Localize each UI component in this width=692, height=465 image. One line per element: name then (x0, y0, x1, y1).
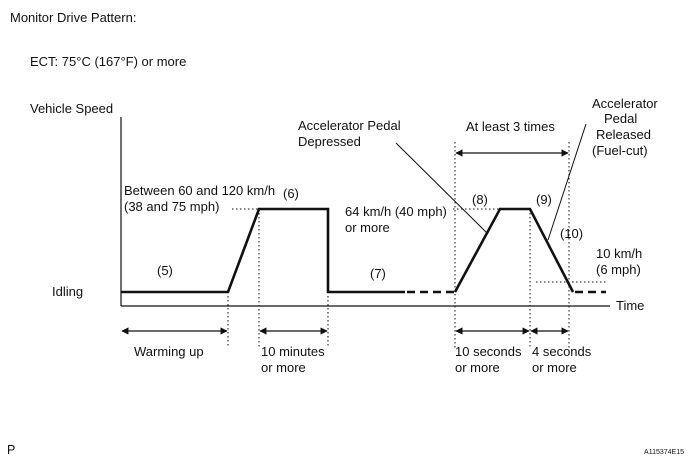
ten-minutes-line1: 10 minutes (261, 344, 325, 359)
low-speed-line1: 10 km/h (596, 246, 642, 261)
x-axis-label: Time (616, 298, 644, 313)
speed-range-line2: (38 and 75 mph) (124, 199, 219, 214)
pedal-depressed-line1: Accelerator Pedal (298, 118, 401, 133)
step-10-label: (10) (560, 226, 583, 241)
pedal-released-line4: (Fuel-cut) (592, 143, 648, 158)
ect-condition: ECT: 75°C (167°F) or more (30, 54, 186, 69)
four-seconds-line2: or more (532, 360, 577, 375)
warming-up-label: Warming up (134, 344, 204, 359)
step-9-label: (9) (536, 192, 552, 207)
y-axis-label: Vehicle Speed (30, 101, 113, 116)
step-6-label: (6) (283, 186, 299, 201)
released-leader-line (547, 123, 587, 241)
target-speed-line2: or more (345, 220, 390, 235)
pedal-released-line3: Released (596, 127, 651, 142)
ten-seconds-line2: or more (455, 360, 500, 375)
low-speed-line2: (6 mph) (596, 262, 641, 277)
idling-label: Idling (52, 284, 83, 299)
pedal-released-line1: Accelerator (592, 96, 658, 111)
repeat-label: At least 3 times (466, 119, 555, 134)
footer-figure-id: A115374E15 (644, 449, 684, 456)
pedal-depressed-line2: Depressed (298, 134, 361, 149)
ten-seconds-line1: 10 seconds (455, 344, 522, 359)
speed-profile-part1 (121, 207, 405, 294)
target-speed-line1: 64 km/h (40 mph) (345, 204, 447, 219)
speed-profile-part2 (453, 207, 575, 293)
depressed-leader-line (395, 142, 489, 235)
diagram-title: Monitor Drive Pattern: (10, 10, 136, 25)
ten-minutes-line2: or more (261, 360, 306, 375)
step-5-label: (5) (157, 263, 173, 278)
four-seconds-line1: 4 seconds (532, 344, 592, 359)
step-7-label: (7) (370, 266, 386, 281)
footer-left-mark: P (7, 443, 15, 457)
pedal-released-line2: Pedal (604, 111, 637, 126)
guide-lines (227, 142, 606, 348)
step-8-label: (8) (472, 192, 488, 207)
speed-range-line1: Between 60 and 120 km/h (124, 183, 275, 198)
